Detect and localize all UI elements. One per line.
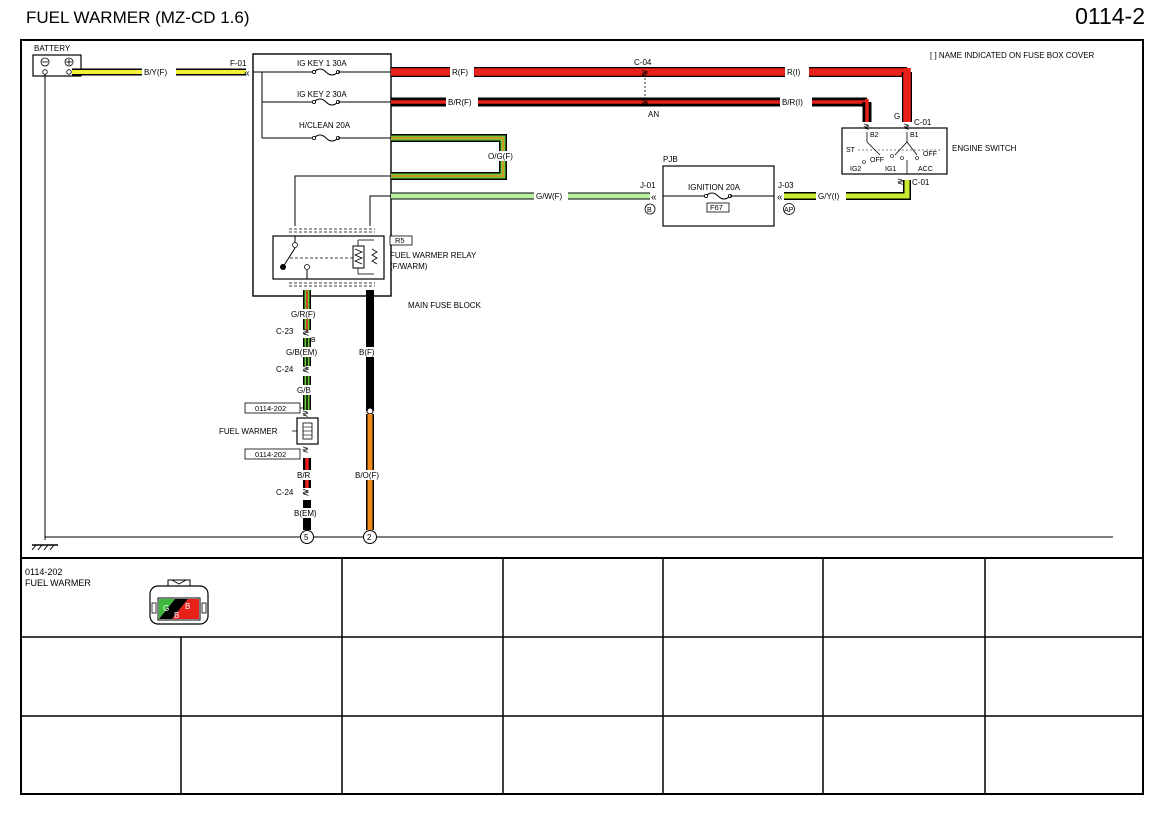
svg-text:≷: ≷ (903, 122, 910, 131)
svg-text:≷: ≷ (302, 327, 310, 337)
svg-text:≷: ≷ (863, 122, 870, 131)
relay-id: R5 (395, 236, 405, 245)
connector-c01-bottom: C-01 (912, 178, 930, 187)
connector-f01: F-01 (230, 59, 247, 68)
fuse-icon (313, 98, 339, 106)
svg-text:≷: ≷ (897, 177, 904, 186)
connector-name: FUEL WARMER (25, 578, 91, 588)
battery-minus-icon (40, 57, 50, 67)
pjb-label: PJB (663, 155, 678, 164)
svg-text:«: « (777, 192, 783, 203)
ref-box-bottom (244, 448, 301, 460)
connector-pin-g: G (163, 604, 169, 613)
engine-switch-pin-g: G (894, 112, 900, 121)
wire-label-gb-em: G/B(EM) (286, 348, 317, 357)
fuse-icon (313, 134, 339, 142)
svg-text:«: « (651, 192, 657, 203)
diagram-title: FUEL WARMER (MZ-CD 1.6) (26, 8, 250, 27)
engine-switch (841, 127, 948, 175)
fuel-warmer-ref-top: 0114-202 (255, 404, 286, 413)
connector-c24b: C-24 (276, 488, 294, 497)
wire-label-br-f: B/R(F) (448, 98, 472, 107)
es-terminal-b2: B2 (870, 132, 879, 139)
fuse-h-clean: H/CLEAN 20A (299, 121, 351, 130)
svg-text:2: 2 (367, 533, 372, 542)
fuel-warmer-label: FUEL WARMER (219, 427, 278, 436)
relay-label-sub: (F/WARM) (390, 262, 428, 271)
connector-c23-pin: B (311, 337, 316, 344)
pjb-fuse-id: F67 (710, 203, 723, 212)
ground-point-2 (363, 530, 377, 544)
svg-text:5: 5 (304, 533, 309, 542)
fuse-ig-key-1: IG KEY 1 30A (297, 59, 347, 68)
connector-c01-top: C-01 (914, 118, 932, 127)
connector-f01-icon: « (244, 68, 250, 79)
pjb-fuse: IGNITION 20A (688, 183, 741, 192)
terminal-ap-icon (783, 203, 795, 215)
wire-label-ri: R(I) (787, 68, 801, 77)
wire-label-gw: G/W(F) (536, 192, 563, 201)
wire-label-gr: G/R(F) (291, 310, 316, 319)
wire-label-br: B/R (297, 471, 311, 480)
wire-label-b-f: B(F) (359, 348, 375, 357)
wire-label-rf: R(F) (452, 68, 468, 77)
main-fuse-block-label: MAIN FUSE BLOCK (408, 301, 482, 310)
fuel-warmer-relay (272, 235, 385, 280)
battery-label: BATTERY (34, 44, 71, 53)
fuse-icon (705, 192, 731, 200)
wire-label-b-em: B(EM) (294, 509, 317, 518)
fuse-icon (313, 68, 339, 76)
es-terminal-off-2: OFF (923, 151, 937, 158)
fuel-warmer-ref-bottom: 0114-202 (255, 450, 286, 459)
page-number: 0114-2 (1075, 3, 1145, 29)
relay-label: FUEL WARMER RELAY (390, 251, 477, 260)
engine-switch-label: ENGINE SWITCH (952, 144, 1017, 153)
connector-j03: J-03 (778, 181, 794, 190)
terminal-b: B (647, 207, 652, 214)
wire-label-gy: G/Y(I) (818, 192, 840, 201)
wire-label-gb: G/B (297, 386, 311, 395)
connector-j01: J-01 (640, 181, 656, 190)
connector-c04: C-04 (634, 58, 652, 67)
battery-plus-icon (64, 57, 74, 67)
connector-c24: C-24 (276, 365, 294, 374)
connector-an: AN (648, 110, 659, 119)
svg-text:≷: ≷ (641, 98, 649, 108)
es-terminal-ig2: IG2 (850, 166, 861, 173)
es-terminal-off: OFF (870, 157, 884, 164)
ground-point-5 (300, 530, 314, 544)
es-terminal-ig1: IG1 (885, 166, 896, 173)
es-terminal-acc: ACC (918, 166, 933, 173)
diagram-frame (20, 39, 1144, 795)
terminal-ap: AP (784, 207, 794, 214)
wire-label-br-i: B/R(I) (782, 98, 803, 107)
connector-pin-b-2: B (174, 611, 179, 620)
svg-text:≷: ≷ (302, 487, 310, 497)
svg-text:≷: ≷ (641, 68, 649, 78)
svg-text:≷: ≷ (302, 364, 310, 374)
wire-label-og: O/G(F) (488, 152, 513, 161)
wire-label-bo-f: B/O(F) (355, 471, 379, 480)
fuel-warmer-connector-icon (149, 579, 209, 625)
connector-ref: 0114-202 (25, 567, 62, 577)
es-terminal-st: ST (846, 147, 856, 154)
relay-coil-icon (352, 245, 365, 269)
es-terminal-b1: B1 (910, 132, 919, 139)
svg-text:≷: ≷ (302, 409, 309, 418)
connector-pin-b-1: B (185, 602, 190, 611)
fuse-box-note: [ ] NAME INDICATED ON FUSE BOX COVER (930, 51, 1095, 60)
wire-label-by: B/Y(F) (144, 68, 167, 77)
terminal-b-icon (644, 203, 656, 215)
connector-c23: C-23 (276, 327, 294, 336)
relay-id-badge (389, 235, 413, 246)
svg-text:≷: ≷ (302, 445, 309, 454)
fuse-ig-key-2: IG KEY 2 30A (297, 90, 347, 99)
